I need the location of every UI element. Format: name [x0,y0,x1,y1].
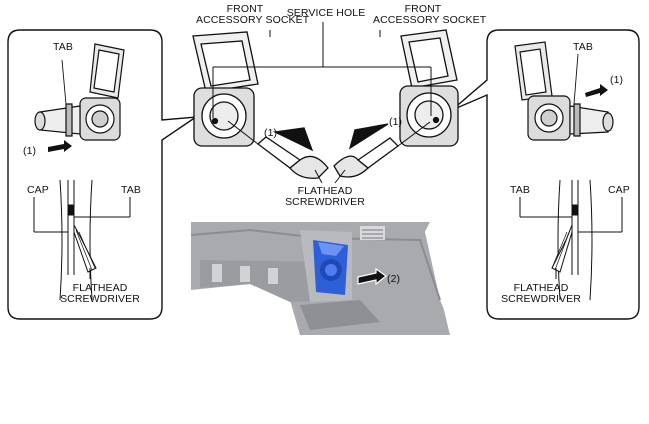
cap-label-left: CAP [27,184,49,196]
front-accessory-socket-label-right-line2: ACCESSORY SOCKET [373,14,487,26]
right-detail-panel [451,29,640,320]
flathead-screwdriver-label-center-line1: FLATHEAD [297,185,353,197]
right-cross-section [519,179,623,301]
center-left-push-arrow-icon [272,127,314,152]
right-pull-arrow-icon [585,84,608,97]
center-right-socket [333,29,459,178]
left-pull-arrow-icon [48,140,72,152]
front-accessory-socket-label-left-line1: FRONT [226,3,264,15]
flathead-screwdriver-label-left-line2: SCREWDRIVER [60,293,140,305]
flathead-screwdriver-label-center-line2: SCREWDRIVER [285,196,365,208]
cap-label-right: CAP [608,184,630,196]
tab-label-right-bottom: TAB [510,184,530,196]
tab-label-right-top: TAB [573,41,593,53]
front-accessory-socket-label-left-line2: ACCESSORY SOCKET [196,14,310,26]
step-1-label-right-panel: (1) [610,74,624,86]
step-1-label-center-left: (1) [264,127,278,139]
removal-direction-arrow-icon [357,267,388,286]
center-left-socket [192,31,329,179]
service-hole-label: SERVICE HOLE [286,7,366,19]
flathead-screwdriver-label-left-line1: FLATHEAD [72,282,128,294]
right-socket-illustration [514,41,614,141]
left-detail-panel [7,29,199,320]
flathead-screwdriver-label-right-line1: FLATHEAD [513,282,569,294]
left-socket-illustration [34,43,125,141]
tab-label-left-bottom: TAB [121,184,141,196]
vehicle-panel-photo [190,222,455,335]
step-1-label-center-right: (1) [389,116,403,128]
center-right-push-arrow-icon [348,123,389,150]
left-cross-section [33,179,131,301]
service-hole-leader [212,22,432,184]
step-2-label: (2) [387,273,401,285]
step-1-label-left-panel: (1) [23,145,37,157]
front-accessory-socket-label-right-line1: FRONT [404,3,442,15]
flathead-screwdriver-label-right-line2: SCREWDRIVER [501,293,581,305]
tab-label-left-top: TAB [53,41,73,53]
